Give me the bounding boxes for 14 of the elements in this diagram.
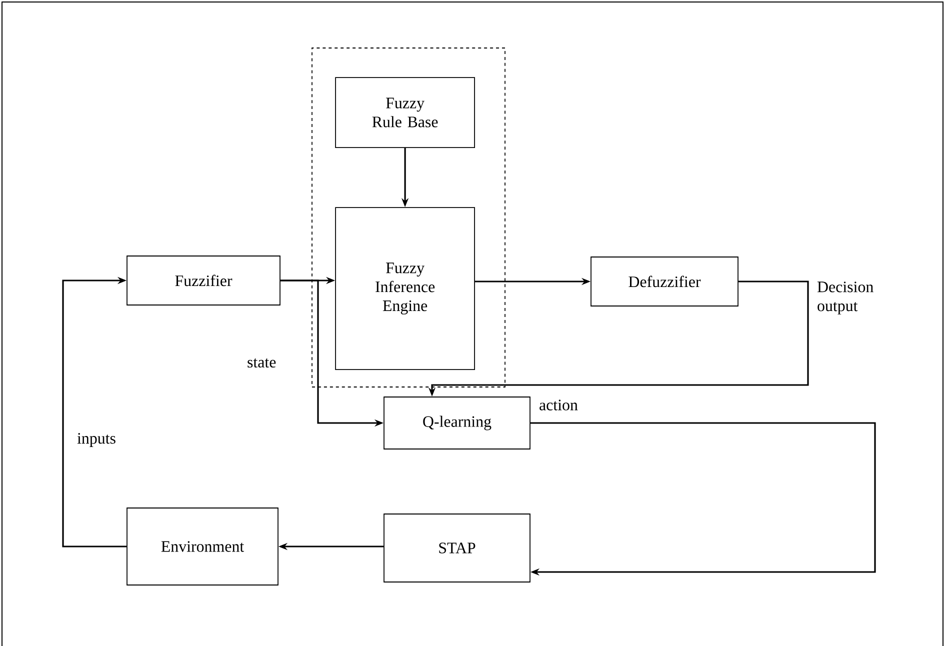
edge-label: action [540, 400, 578, 410]
arrow [530, 422, 876, 576]
edge-label: inputs [77, 433, 116, 447]
process-box: Fuzzy Rule Base [335, 77, 475, 148]
edge-label: Decision output [817, 282, 874, 314]
process-box: Fuzzifier [126, 256, 280, 306]
process-box: Fuzzy Inference Engine [335, 207, 475, 370]
process-box: Q-learning [384, 396, 530, 450]
arrow [62, 276, 127, 548]
dashed-group-frame [312, 48, 506, 388]
process-box: STAP [384, 514, 530, 582]
process-box: Defuzzifier [590, 256, 738, 306]
process-box: Environment [126, 508, 278, 586]
edge-label: state [248, 358, 276, 368]
